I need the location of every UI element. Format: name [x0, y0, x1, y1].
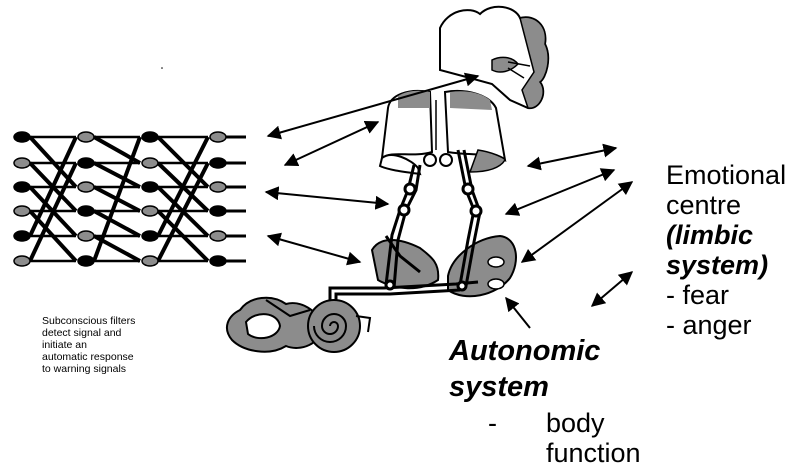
neuron-node [210, 231, 226, 241]
autonomic-heading: Autonomic [449, 333, 600, 369]
note-line: Subconscious filters [42, 315, 135, 327]
body-function-item: -body function [488, 408, 641, 468]
neuron-node [210, 256, 226, 266]
neuron-node [78, 182, 94, 192]
nerve-pathways [330, 150, 481, 312]
autonomic-arrow [506, 298, 530, 328]
neuron-node [210, 206, 226, 216]
neuron-node [78, 158, 94, 168]
limbic-system-label-2: system) [666, 250, 786, 280]
neuron-node [78, 206, 94, 216]
body-function-text: body [546, 408, 605, 438]
neural-network-illustration [14, 132, 246, 266]
neuron-node [14, 256, 30, 266]
neuron-node [14, 231, 30, 241]
neuron-node [14, 158, 30, 168]
autonomic-system-label: Autonomic system [449, 333, 600, 405]
note-line: detect signal and [42, 327, 135, 339]
emotional-centre-heading-2: centre [666, 190, 786, 220]
note-line: initiate an [42, 339, 135, 351]
neuron-node [142, 256, 158, 266]
autonomic-heading-2: system [449, 369, 600, 405]
neuron-node [142, 182, 158, 192]
emotion-item-fear: - fear [666, 280, 786, 310]
neuron-node [14, 132, 30, 142]
neuron-node [142, 158, 158, 168]
emotional-centre-label: Emotional centre (limbic system) - fear … [666, 160, 786, 340]
bullet-dash: - [488, 408, 546, 438]
neuron-node [14, 182, 30, 192]
neuron-node [210, 132, 226, 142]
neuron-node [210, 158, 226, 168]
emotion-item-anger: - anger [666, 310, 786, 340]
emotional-centre-heading: Emotional [666, 160, 786, 190]
network-connection [94, 137, 140, 261]
neuron-node [142, 132, 158, 142]
network-connection [94, 163, 140, 187]
neuron-node [142, 231, 158, 241]
limbic-system-label: (limbic [666, 220, 786, 250]
subconscious-filters-note: Subconscious filters detect signal and i… [42, 315, 135, 375]
note-line: automatic response [42, 351, 135, 363]
neuron-node [142, 206, 158, 216]
neuron-node [78, 256, 94, 266]
ear-cochlea-illustration [227, 298, 370, 352]
neuron-node [210, 182, 226, 192]
neuron-node [14, 206, 30, 216]
neuron-node [78, 231, 94, 241]
cerebral-hemispheres [380, 91, 505, 174]
body-function-text-2: function [488, 438, 641, 468]
limbic-arrows [506, 148, 632, 306]
note-line: to warning signals [42, 363, 135, 375]
network-connection [94, 211, 140, 236]
neuron-node [78, 132, 94, 142]
